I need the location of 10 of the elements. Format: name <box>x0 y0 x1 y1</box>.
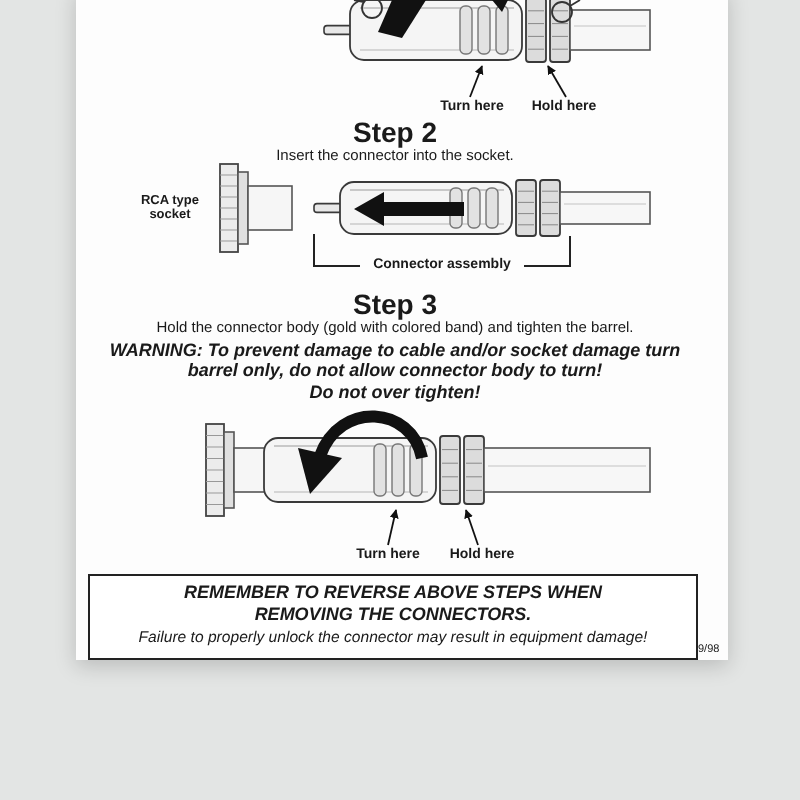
step-heading: Step 2 <box>350 116 439 149</box>
leader-arrow <box>464 509 479 546</box>
note-box <box>88 574 698 660</box>
leader-arrow <box>469 65 484 98</box>
warning-text: Do not over tighten! <box>307 382 483 402</box>
step-heading: Step 3 <box>350 288 439 321</box>
warning-text: WARNING: To prevent damage to cable and/or socket damage turn barrel only, do not allow connector body to turn! <box>107 340 683 380</box>
note-heading: REMEMBER TO REVERSE ABOVE STEPS WHEN REMOVING THE CONNECTORS. <box>181 582 605 624</box>
leader-arrow <box>547 65 567 98</box>
leader-arrow <box>387 509 399 546</box>
